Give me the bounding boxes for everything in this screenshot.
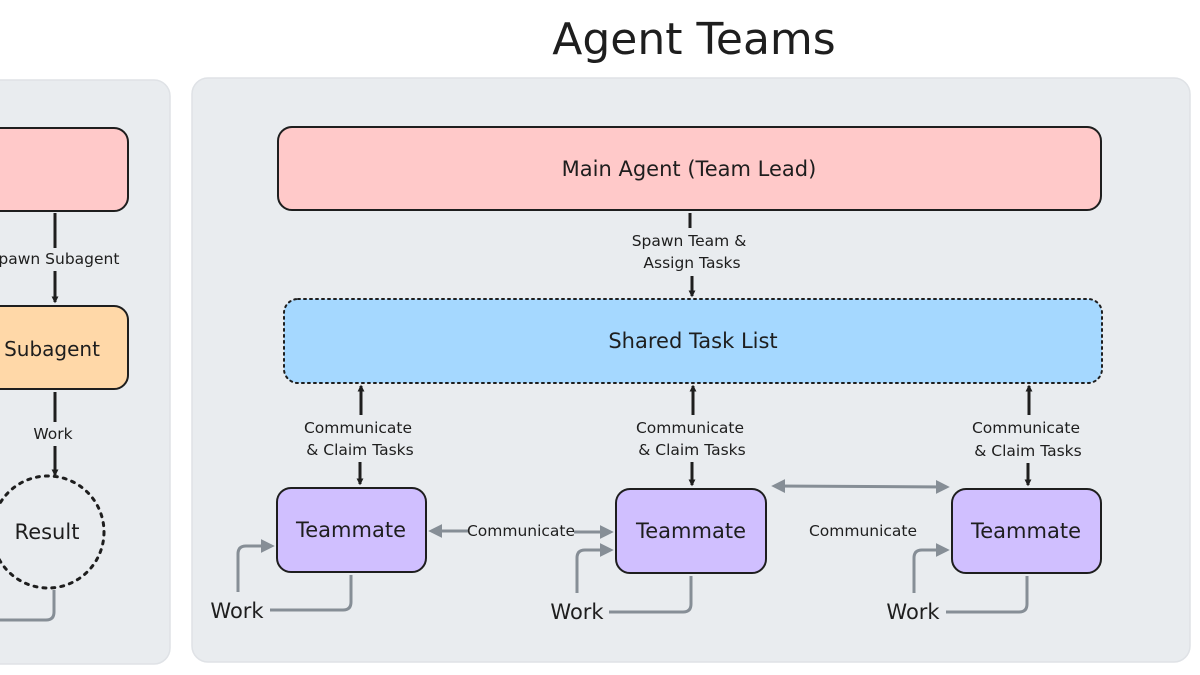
work-label: Work (210, 599, 264, 623)
claim-group-1: Communicate & Claim Tasks (304, 384, 414, 486)
shared-task-list-label: Shared Task List (608, 329, 777, 353)
claim-label-line2: & Claim Tasks (638, 441, 746, 459)
work-label: Work (886, 600, 940, 624)
page-title: Agent Teams (552, 14, 835, 65)
teammate-box-3 (951, 488, 1102, 574)
spawn-team-label-line2: Assign Tasks (643, 254, 740, 272)
work-loop-return (575, 543, 614, 593)
work-loop-3: Work (886, 543, 1029, 624)
communicate-arrow-2 (771, 479, 950, 494)
teammate-box-2 (615, 488, 767, 574)
claim-label-line2: & Claim Tasks (306, 441, 414, 459)
work-label: Work (550, 600, 604, 624)
work-loop-path (270, 575, 353, 612)
work-loop-path (609, 576, 693, 614)
claim-label-line1: Communicate (304, 419, 412, 437)
result-label: Result (15, 520, 80, 544)
work-loop-return (236, 539, 275, 592)
work-loop-2: Work (550, 543, 693, 624)
left-main-agent-box (0, 127, 129, 212)
shared-task-list-box (283, 298, 1103, 384)
subagent-label: Subagent (4, 337, 100, 361)
spawn-team-label-line1: Spawn Team & (632, 232, 747, 250)
claim-label-line2: & Claim Tasks (974, 442, 1082, 460)
result-circle (0, 474, 106, 590)
claim-group-3: Communicate & Claim Tasks (972, 384, 1082, 487)
work-loop-path (946, 576, 1029, 614)
claim-group-2: Communicate & Claim Tasks (636, 384, 746, 487)
teammate-label-2: Teammate (635, 519, 746, 543)
spawn-subagent-label: Spawn Subagent (0, 250, 119, 268)
communicate-label-2: Communicate (809, 522, 917, 540)
work-loop-1: Work (210, 539, 353, 623)
teammate-label-3: Teammate (970, 519, 1081, 543)
main-agent-box (277, 126, 1102, 211)
claim-label-line1: Communicate (972, 419, 1080, 437)
main-agent-label: Main Agent (Team Lead) (562, 157, 817, 181)
left-loop-path (0, 590, 56, 622)
teammate-box-1 (276, 487, 427, 573)
teammate-label-1: Teammate (295, 518, 406, 542)
claim-label-line1: Communicate (636, 419, 744, 437)
left-work-label: Work (33, 425, 72, 443)
subagent-box (0, 305, 129, 390)
work-loop-return (912, 543, 950, 593)
communicate-label-1: Communicate (467, 522, 575, 540)
